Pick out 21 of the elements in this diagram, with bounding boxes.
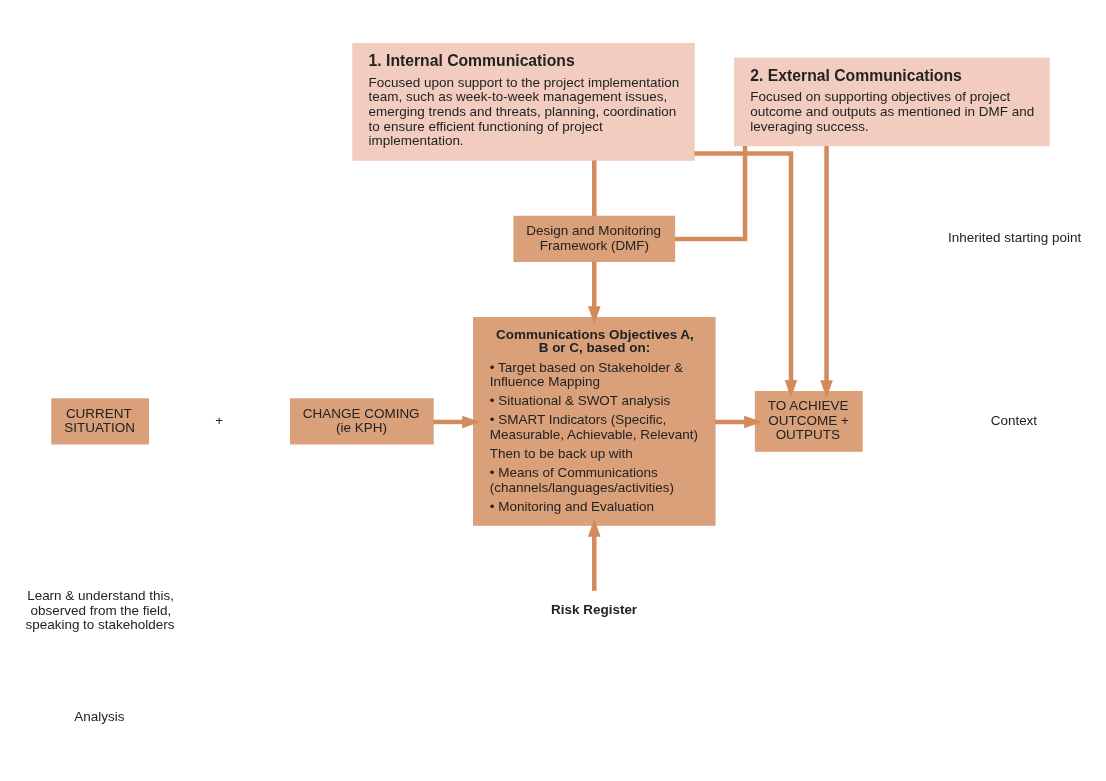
node-box: CHANGE COMING (ie KPH) [289, 398, 434, 445]
arrow [587, 518, 601, 591]
label: Context [990, 412, 1038, 428]
node-box: 2. External Communications Focused on supporting objectives of project outcome and outputs as mentioned in DMF and leveraging success. [734, 57, 1050, 147]
label: Learn & understand this, observed from the field, speaking to stakeholders [25, 588, 175, 633]
label: + [215, 412, 224, 428]
node-text: Risk Register [551, 601, 638, 617]
arrow [715, 415, 763, 429]
arrow [587, 261, 601, 325]
label: Analysis [74, 708, 125, 724]
connector [674, 146, 748, 242]
node-box: 1. Internal Communications Focused upon support to the project implementation team, such as week-to-week management issues, emerging trends and threats, planning, coordination to ensure efficient functioning of project implementation. [352, 42, 695, 161]
arrow [433, 415, 481, 429]
label: Inherited starting point [948, 230, 1082, 246]
node-box: Design and Monitoring Framework (DMF) [513, 215, 676, 262]
connector [592, 160, 597, 217]
arrow [694, 151, 798, 398]
node-box: TO ACHIEVE OUTCOME + OUTPUTS [754, 391, 863, 452]
arrow [820, 146, 833, 399]
node-box: CURRENT SITUATION [51, 398, 149, 445]
node-box: Communications Objectives A, B or C, based on: • Target based on Stakeholder & Influence Mapping • Situational & SWOT analysis • SMART Indicators (Specific, Measurable, Achievable, Relevant) Then to be back up with • Means of Communications (channels/languages/activities) • Monitoring and Evaluation [473, 316, 716, 526]
